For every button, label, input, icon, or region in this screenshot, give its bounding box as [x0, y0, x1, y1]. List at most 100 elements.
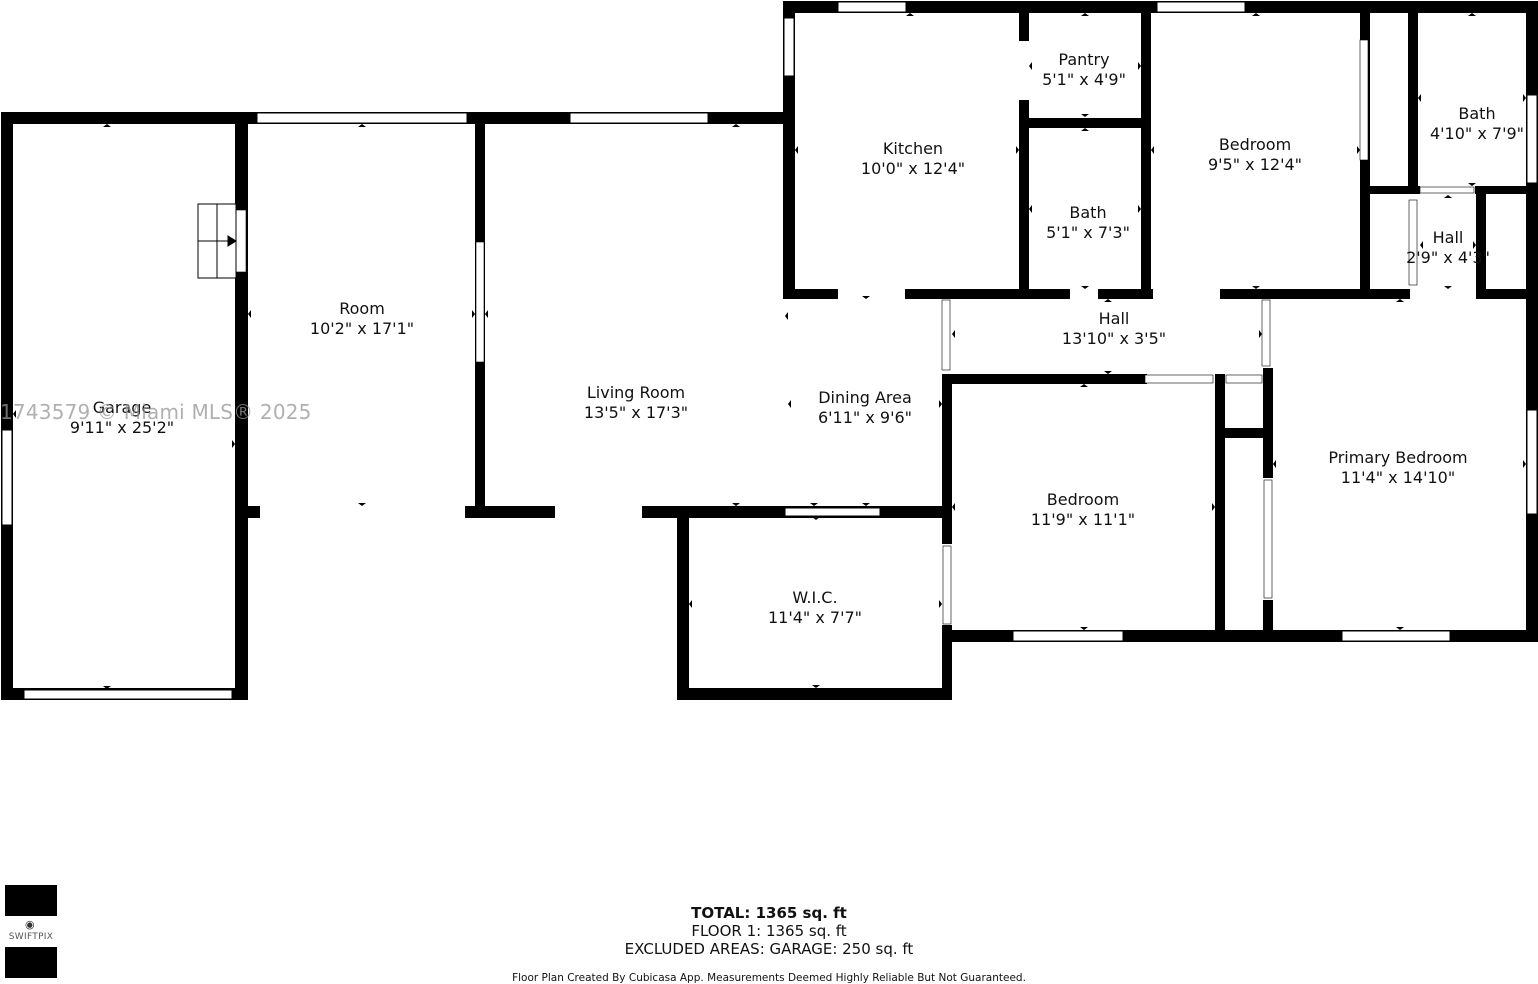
disclaimer: Floor Plan Created By Cubicasa App. Meas… [512, 972, 1026, 984]
door-opening [1419, 186, 1475, 194]
wall [1019, 118, 1149, 128]
total-area: TOTAL: 1365 sq. ft [691, 904, 847, 922]
room-name: Pantry [1058, 50, 1110, 69]
window [1, 429, 13, 526]
wall [1263, 368, 1273, 478]
room-name: W.I.C. [792, 588, 838, 607]
window [784, 507, 881, 517]
door-opening [1144, 374, 1214, 384]
door-opening [1225, 374, 1263, 384]
room-label-pantry: Pantry 5'1" x 4'9" [1042, 50, 1126, 90]
wall [677, 506, 689, 700]
logo-block-top [5, 885, 57, 916]
door-opening [1408, 199, 1418, 286]
wall [783, 289, 838, 299]
wall [1215, 428, 1265, 438]
wall [1141, 1, 1151, 299]
door-opening [235, 209, 247, 273]
room-label-hall: Hall 13'10" x 3'5" [1062, 309, 1166, 349]
room-label-dining-area: Dining Area 6'11" x 9'6" [818, 388, 912, 428]
window [1012, 630, 1124, 642]
wall [942, 374, 1147, 384]
camera-icon: ◉ [25, 918, 35, 931]
window [1156, 1, 1246, 13]
room-dimensions: 10'2" x 17'1" [309, 319, 415, 338]
room-dimensions: 13'5" x 17'3" [583, 403, 689, 422]
wall [1476, 289, 1538, 299]
floor-area: FLOOR 1: 1365 sq. ft [691, 922, 847, 940]
room-name: Garage [92, 398, 152, 417]
room-label-wic: W.I.C. 11'4" x 7'7" [768, 588, 862, 628]
window [1526, 94, 1538, 184]
room-dimensions: 4'10" x 7'9" [1429, 124, 1525, 143]
door-opening [1263, 479, 1273, 599]
room-name: Hall [1432, 228, 1464, 247]
mls-watermark: 1743579 © Miami MLS® 2025 [0, 400, 312, 424]
room-label-hall-2: Hall 2'9" x 4'3" [1406, 228, 1490, 268]
window [783, 17, 795, 77]
room-dimensions: 2'9" x 4'3" [1406, 248, 1490, 267]
wall [1408, 1, 1418, 194]
room-dimensions: 9'11" x 25'2" [69, 418, 175, 437]
window [569, 112, 709, 124]
room-dimensions: 5'1" x 7'3" [1046, 223, 1130, 242]
room-name: Dining Area [818, 388, 912, 407]
room-label-living-room: Living Room 13'5" x 17'3" [584, 383, 688, 423]
wall [1215, 374, 1225, 636]
room-name: Primary Bedroom [1328, 448, 1468, 467]
room-dimensions: 11'4" x 14'10" [1340, 468, 1456, 487]
windows [1, 1, 1538, 700]
wall [942, 625, 952, 700]
room-name: Hall [1098, 309, 1130, 328]
wall [942, 374, 952, 544]
room-label-bath: Bath 5'1" x 7'3" [1046, 203, 1130, 243]
room-name: Bedroom [1218, 135, 1292, 154]
excluded-area: EXCLUDED AREAS: GARAGE: 250 sq. ft [624, 940, 914, 958]
wall [1019, 1, 1029, 41]
door-opening [475, 241, 485, 363]
room-dimensions: 11'9" x 11'1" [1030, 510, 1136, 529]
room-label-bedroom: Bedroom 9'5" x 12'4" [1208, 135, 1302, 175]
window [837, 1, 907, 13]
window [1526, 409, 1538, 515]
room-name: Bath [1458, 104, 1496, 123]
room-label-kitchen: Kitchen 10'0" x 12'4" [861, 139, 965, 179]
wall [1, 112, 248, 124]
swiftpix-logo: ◉ SWIFTPIX [5, 885, 57, 978]
window [1341, 630, 1451, 642]
wall [248, 506, 260, 518]
room-label-room: Room 10'2" x 17'1" [310, 299, 414, 339]
room-name: Kitchen [882, 139, 944, 158]
room-dimensions: 9'5" x 12'4" [1207, 155, 1303, 174]
wall [677, 688, 952, 700]
window [23, 689, 233, 700]
room-dimensions: 10'0" x 12'4" [860, 159, 966, 178]
wall [465, 506, 555, 518]
door-opening [1359, 39, 1369, 161]
wall [1019, 100, 1029, 297]
wall [1263, 600, 1273, 636]
dimension-ticks [13, 13, 1526, 689]
room-name: Room [339, 299, 385, 318]
logo-block-bottom [5, 947, 57, 978]
area-summary: TOTAL: 1365 sq. ft FLOOR 1: 1365 sq. ft … [625, 904, 914, 958]
room-name: Bath [1069, 203, 1107, 222]
wall [1098, 289, 1153, 299]
wall [1220, 289, 1410, 299]
room-name: Living Room [586, 383, 686, 402]
logo-brand: SWIFTPIX [8, 932, 54, 942]
door-opening [942, 545, 952, 625]
wall [905, 289, 1070, 299]
room-dimensions: 6'11" x 9'6" [817, 408, 913, 427]
room-name: Bedroom [1046, 490, 1120, 509]
window [256, 112, 468, 124]
wall [1476, 186, 1486, 298]
room-label-bath-2: Bath 4'10" x 7'9" [1430, 104, 1524, 144]
wall [1, 112, 13, 700]
door-openings [235, 39, 1475, 625]
room-label-primary-bedroom: Primary Bedroom 11'4" x 14'10" [1328, 448, 1467, 488]
fireplace [197, 203, 237, 279]
room-label-garage: Garage 9'11" x 25'2" [70, 398, 174, 438]
room-dimensions: 13'10" x 3'5" [1061, 329, 1167, 348]
